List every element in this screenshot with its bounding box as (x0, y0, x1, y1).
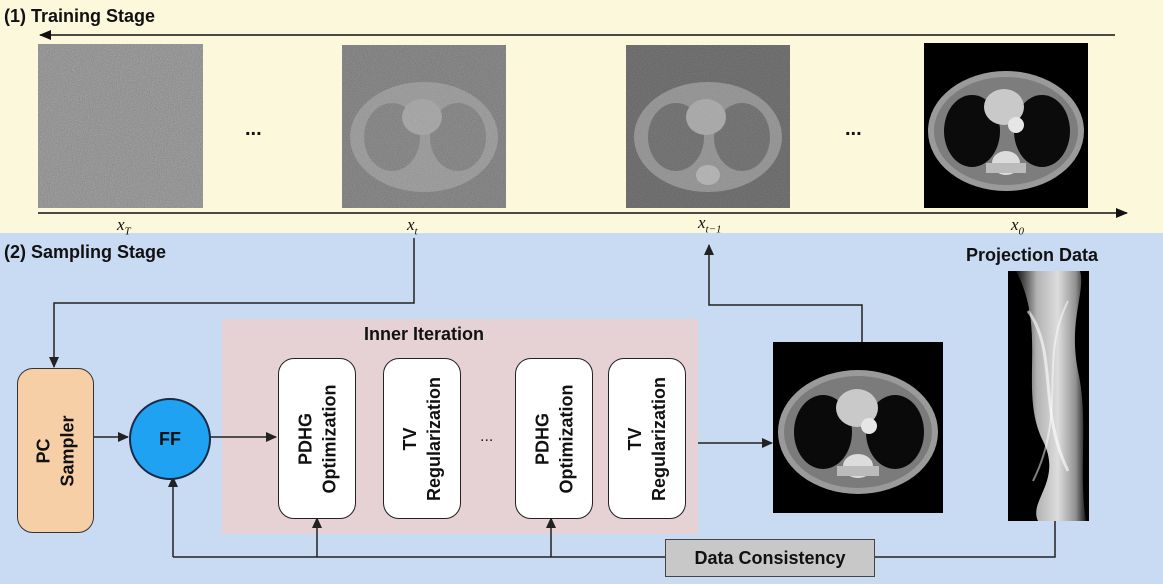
training-ellipsis-2: ... (845, 118, 862, 140)
training-stage-title: (1) Training Stage (4, 6, 156, 26)
label-x0: x0 (1011, 215, 1025, 238)
projection-data-title: Projection Data (966, 245, 1099, 265)
clean-ct-image-x0 (924, 43, 1088, 208)
data-consistency-box: Data Consistency (665, 539, 875, 577)
label-xt-minus-1: xt−1 (698, 213, 722, 236)
pc-sampler-box: PC Sampler (17, 368, 94, 533)
pc-sampler-label: PC Sampler (33, 414, 78, 487)
label-xt: xt (407, 215, 418, 238)
inner-ellipsis: ... (480, 428, 494, 445)
training-arrows (38, 30, 1128, 218)
ff-node: FF (129, 398, 211, 480)
noisy-ct-image-xt (342, 45, 506, 208)
sampling-stage-title: (2) Sampling Stage (4, 242, 167, 262)
inner-iteration-title: Inner Iteration (364, 324, 485, 344)
training-ellipsis-1: ... (245, 118, 262, 140)
reconstructed-ct-image (773, 342, 943, 513)
projection-data-sinogram (1008, 271, 1089, 521)
noisy-ct-image-xt-minus-1 (626, 45, 790, 208)
noise-image-xT (38, 44, 203, 208)
label-xT: xT (117, 215, 131, 238)
